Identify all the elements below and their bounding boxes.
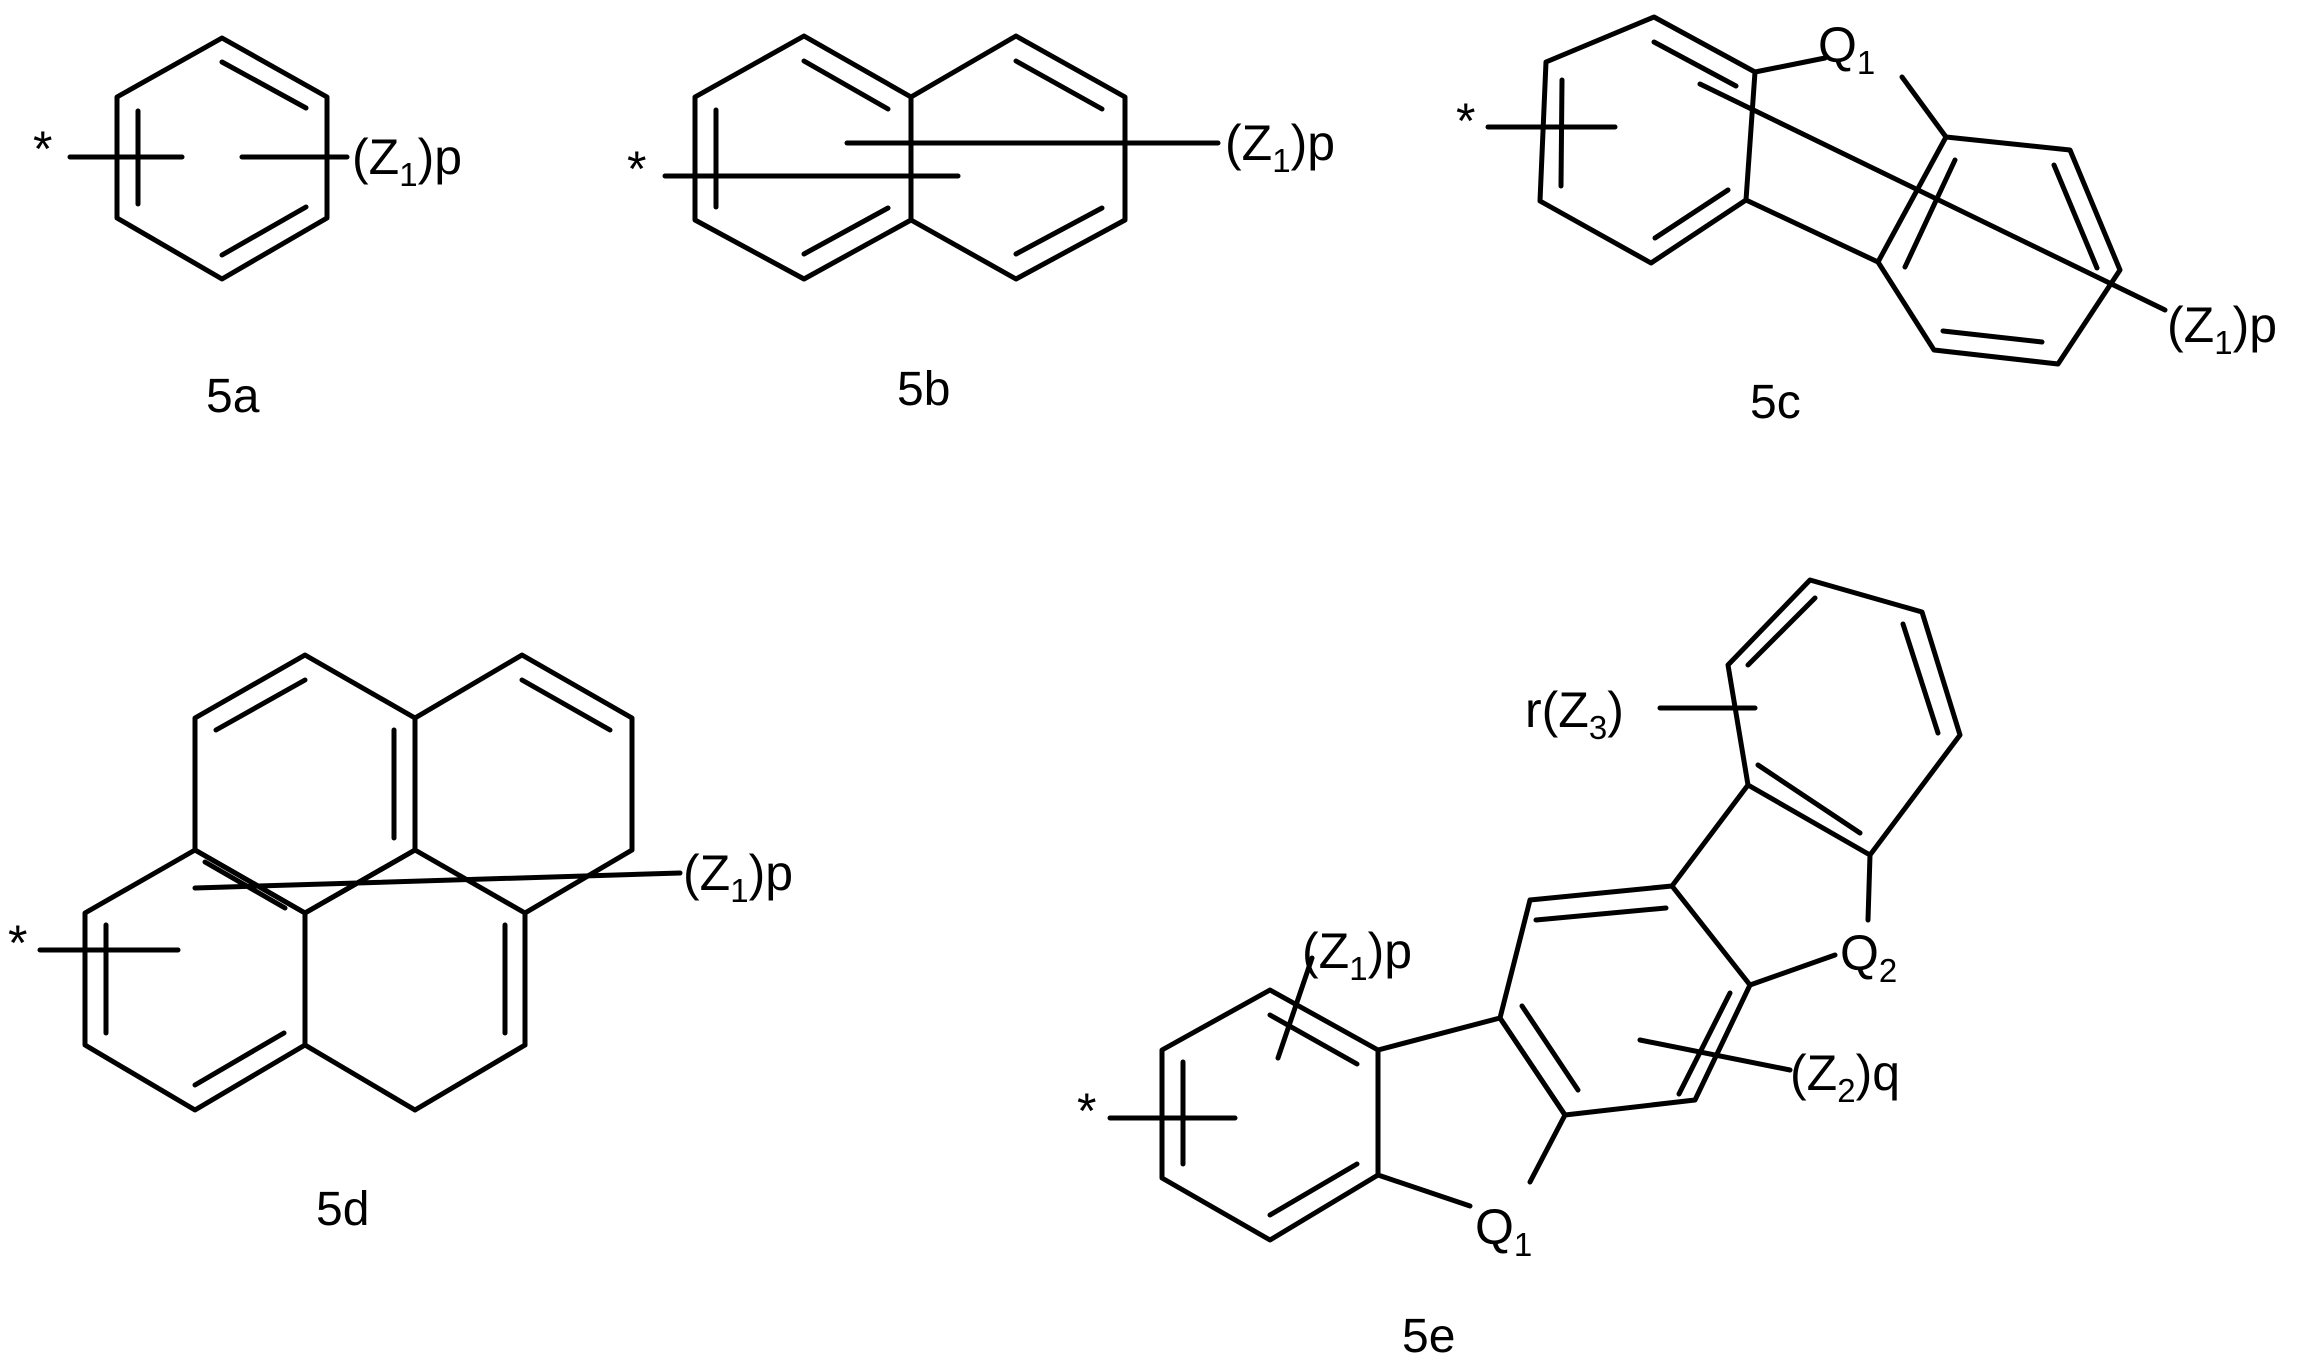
attachment-point: *	[627, 141, 646, 197]
substituent-bond-z2	[1640, 1040, 1790, 1070]
attachment-point: *	[8, 915, 27, 971]
heteroatom-label-q1: Q1	[1475, 1199, 1532, 1263]
substituent-label-z3: r(Z3)	[1525, 682, 1624, 746]
substituent-label: (Z1)p	[352, 129, 462, 193]
structure-5e: * Q1 Q2 (Z1)p (Z2)q r(Z3) 5e	[1077, 580, 1960, 1363]
structure-5d: * (Z1)p 5d	[8, 655, 793, 1236]
caption-5e: 5e	[1402, 1310, 1455, 1363]
heteroatom-label: Q1	[1818, 17, 1875, 81]
structure-5a: * (Z1)p 5a	[33, 38, 462, 423]
attachment-point: *	[33, 121, 52, 177]
structure-5b: * (Z1)p 5b	[627, 36, 1335, 416]
substituent-label: (Z1)p	[2167, 297, 2277, 361]
naphthalene-ring	[695, 36, 1125, 279]
caption-5a: 5a	[206, 370, 260, 423]
caption-5d: 5d	[316, 1183, 369, 1236]
substituent-bond	[195, 873, 680, 888]
attachment-point: *	[1077, 1083, 1096, 1139]
substituent-label-z2: (Z2)q	[1790, 1045, 1900, 1109]
structure-5c: * Q1 (Z1)p 5c	[1456, 17, 2277, 429]
substituent-label: (Z1)p	[683, 845, 793, 909]
substituent-label-z1: (Z1)p	[1302, 923, 1412, 987]
caption-5c: 5c	[1750, 376, 1801, 429]
caption-5b: 5b	[897, 363, 950, 416]
fused-ring-system	[1162, 580, 1960, 1240]
heteroatom-label-q2: Q2	[1840, 925, 1897, 989]
attachment-point: *	[1456, 93, 1475, 149]
substituent-label: (Z1)p	[1225, 115, 1335, 179]
